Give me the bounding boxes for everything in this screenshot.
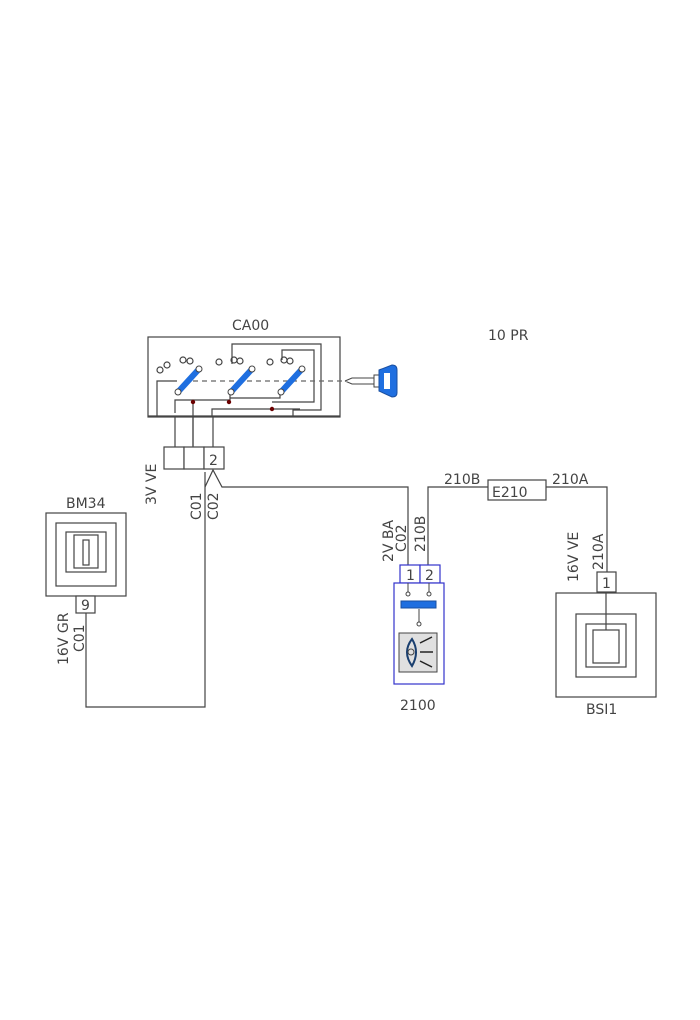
switch-internal-wire — [231, 343, 322, 416]
ignition-switch-housing — [147, 336, 341, 418]
lamp-connector-spec: 2V BA — [381, 519, 397, 562]
ca00-connector — [163, 446, 225, 470]
switch-internal-wire — [174, 394, 231, 413]
ignition-switch-label: CA00 — [232, 318, 269, 334]
diagram-code: 10 PR — [488, 328, 529, 344]
splice-e210 — [487, 479, 547, 501]
lamp-switch-bar — [400, 600, 437, 609]
switch-internal-wire — [156, 380, 177, 416]
switch-internal-wire — [230, 394, 281, 399]
headlamp-icon — [398, 632, 438, 673]
bm34-connector — [75, 595, 96, 614]
ca00-pin-2: 2 — [209, 453, 218, 469]
bsi-connector-spec: 16V VE — [566, 532, 582, 582]
bm34-pin: 9 — [81, 598, 90, 614]
lamp-pin-1: 1 — [406, 568, 415, 584]
wire-c01 — [85, 472, 206, 708]
switch-blades — [175, 366, 305, 395]
switch-internal-wire — [272, 349, 315, 403]
splice-label: E210 — [492, 485, 528, 501]
wire-label-c01: C01 — [189, 492, 205, 520]
lamp-label: 2100 — [400, 698, 436, 714]
bm34-connector-spec: 16V GR — [56, 612, 72, 665]
wire-label-210a-top: 210A — [552, 472, 589, 488]
wire-label-210b-lamp: 210B — [413, 516, 429, 552]
bm34-module — [45, 512, 127, 597]
wire-label-210b-top: 210B — [444, 472, 480, 488]
bsi-label: BSI1 — [586, 702, 617, 718]
wire-label-c01-bm34: C01 — [72, 624, 88, 652]
bsi-connector — [596, 571, 617, 593]
lamp-pin-2: 2 — [425, 568, 434, 584]
bsi-pin: 1 — [602, 576, 611, 592]
junction-dots — [190, 399, 275, 412]
wire-c02 — [204, 468, 409, 565]
wire-label-c02: C02 — [206, 492, 222, 520]
wire-label-c02-lamp: C02 — [394, 524, 410, 552]
ca00-connector-spec: 3V VE — [144, 464, 160, 505]
bm34-label: BM34 — [66, 496, 106, 512]
bsi-module — [555, 592, 657, 698]
switch-internal-wire — [211, 408, 300, 416]
key-icon — [344, 364, 398, 398]
wire-label-210a-bsi: 210A — [591, 533, 607, 570]
